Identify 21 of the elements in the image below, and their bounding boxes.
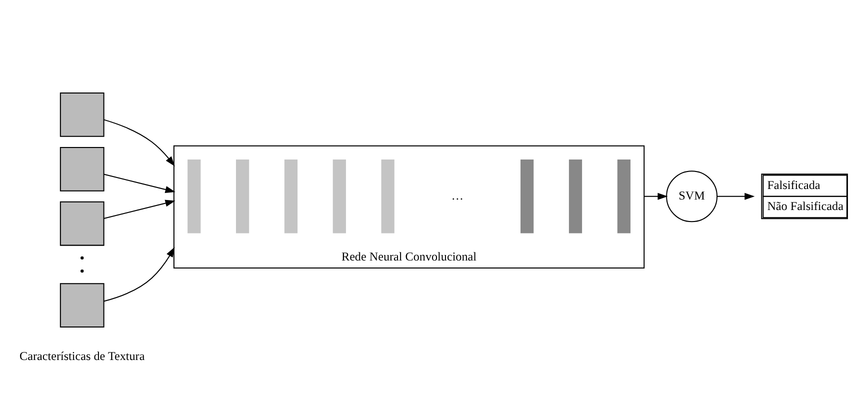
node-circle: SVM [666, 170, 718, 222]
node-bar [568, 159, 582, 233]
node-box [60, 92, 104, 136]
arrow [717, 192, 755, 200]
node-box [60, 282, 104, 328]
arrow [644, 192, 668, 200]
node-bar [188, 159, 201, 233]
node-bar [520, 159, 534, 233]
arrow [104, 199, 176, 218]
node-bar [236, 159, 250, 233]
node-bar [617, 159, 630, 233]
node-bar [381, 159, 394, 233]
node-box [60, 146, 104, 191]
arrow [104, 173, 176, 192]
node-bar [332, 159, 346, 233]
arrow [104, 118, 175, 166]
node-bar [284, 159, 298, 233]
label: … [451, 188, 464, 202]
label: Características de Textura [20, 348, 145, 362]
node-box [60, 200, 104, 246]
arrow [104, 246, 175, 302]
